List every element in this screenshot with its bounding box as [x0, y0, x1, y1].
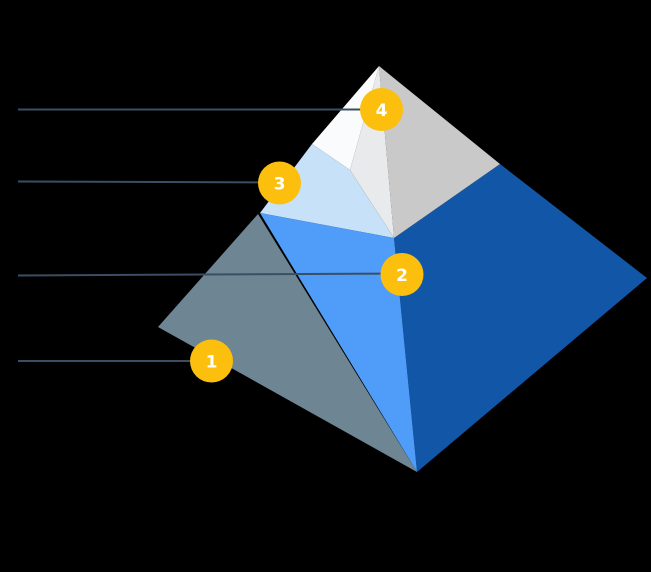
callout-line-2 — [17, 272, 401, 277]
callout-lines — [17, 108, 401, 362]
pyramid-face-right-side — [394, 164, 647, 472]
badge-2-number: 2 — [396, 266, 408, 286]
badge-3-number: 3 — [274, 175, 286, 195]
badge-3-circle — [258, 161, 301, 205]
pyramid-faces — [158, 66, 647, 472]
badge-1-circle — [190, 339, 233, 383]
badge-4-number: 4 — [376, 101, 388, 121]
pyramid-face-level4-right — [379, 66, 500, 238]
badge-1: 1 — [190, 339, 233, 383]
badge-2: 2 — [380, 253, 424, 296]
pyramid-face-level3-left — [260, 144, 394, 238]
badge-4: 4 — [360, 88, 403, 131]
badge-1-number: 1 — [206, 353, 218, 373]
badge-3: 3 — [258, 161, 301, 205]
pyramid-face-level2-front — [260, 213, 417, 472]
pyramid-face-level4-left — [312, 66, 379, 170]
pyramid-face-level1-left — [158, 214, 417, 472]
pyramid-face-level4-front — [350, 66, 394, 238]
callout-line-3 — [17, 180, 277, 184]
badge-2-circle — [380, 253, 424, 296]
badge-4-circle — [360, 88, 403, 131]
